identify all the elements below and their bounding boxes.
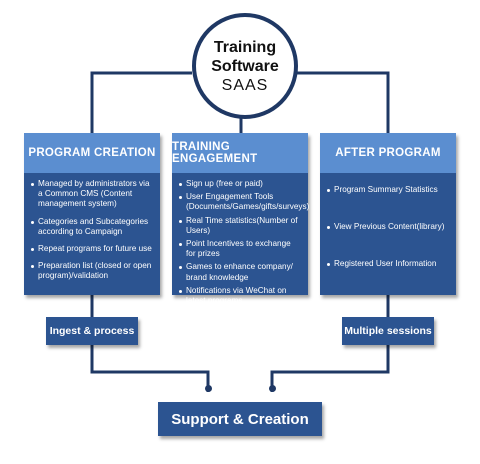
list-item: Real Time statistics(Number of Users) xyxy=(179,216,302,236)
after-program-panel: AFTER PROGRAM Program Summary Statistics… xyxy=(320,133,456,295)
program-creation-panel: PROGRAM CREATION Managed by administrato… xyxy=(24,133,160,295)
hub-line-1: Training xyxy=(213,38,277,56)
list-item: User Engagement Tools (Documents/Games/g… xyxy=(179,192,309,212)
panel-title: TRAINING ENGAGEMENT xyxy=(172,133,308,173)
list-item: Repeat programs for future use xyxy=(31,244,154,254)
training-software-saas-hub: Training Software SAAS xyxy=(192,13,298,119)
list-item: Categories and Subcategories according t… xyxy=(31,217,154,237)
panel-list: Managed by administrators via a Common C… xyxy=(24,173,160,282)
panel-list: Sign up (free or paid) User Engagement T… xyxy=(172,173,309,306)
list-item: Program Summary Statistics xyxy=(327,185,450,195)
panel-title: PROGRAM CREATION xyxy=(24,133,160,173)
list-item: Registered User Information xyxy=(327,259,450,269)
list-item: Sign up (free or paid) xyxy=(179,179,302,189)
support-creation-box: Support & Creation xyxy=(158,402,322,436)
multiple-sessions-box: Multiple sessions xyxy=(342,317,434,345)
panel-title: AFTER PROGRAM xyxy=(320,133,456,173)
panel-list: Program Summary Statistics View Previous… xyxy=(320,173,456,270)
list-item: Notifications via WeChat on latest progr… xyxy=(179,286,302,306)
ingest-process-box: Ingest & process xyxy=(46,317,138,345)
training-engagement-panel: TRAINING ENGAGEMENT Sign up (free or pai… xyxy=(172,133,309,305)
list-item: Games to enhance company/ brand knowledg… xyxy=(179,262,302,282)
connector-dot xyxy=(268,385,276,392)
hub-line-2: Software xyxy=(211,57,279,75)
list-item: Managed by administrators via a Common C… xyxy=(31,179,154,210)
list-item: View Previous Content(library) xyxy=(327,222,450,232)
list-item: Preparation list (closed or open program… xyxy=(31,261,154,281)
hub-line-3: SAAS xyxy=(221,76,269,94)
connector-dot xyxy=(204,385,212,392)
list-item: Point Incentives to exchange for prizes xyxy=(179,239,302,259)
